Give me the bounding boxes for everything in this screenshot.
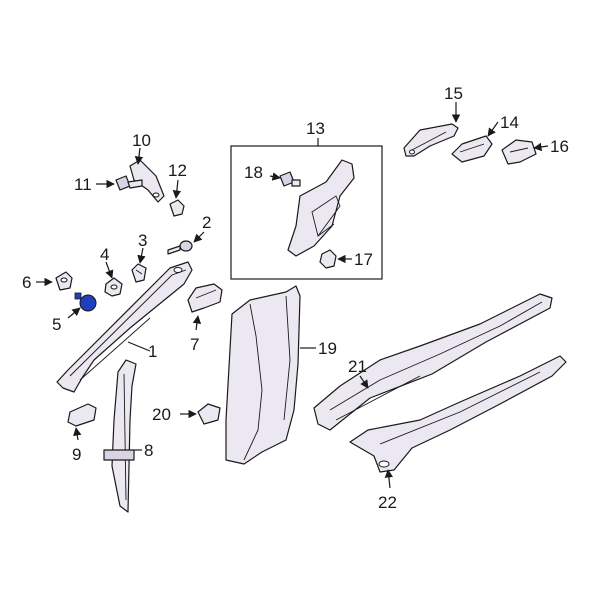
leader-4 <box>105 261 114 279</box>
callout-17: 17 <box>354 250 373 269</box>
part-16-bracket[interactable] <box>501 139 537 165</box>
leader-22 <box>384 469 394 489</box>
callout-22: 22 <box>378 493 397 512</box>
part-1-a-pillar-trim[interactable] <box>56 261 193 393</box>
callout-3: 3 <box>138 231 147 250</box>
part-8-pillar-strip[interactable] <box>103 359 137 513</box>
callout-2: 2 <box>202 213 211 232</box>
callout-6: 6 <box>22 273 31 292</box>
leader-lines <box>36 102 549 489</box>
callout-1: 1 <box>148 342 157 361</box>
leader-3 <box>137 247 146 264</box>
callout-16: 16 <box>550 137 569 156</box>
callout-9: 9 <box>72 445 81 464</box>
callout-12: 12 <box>168 161 187 180</box>
part-7-bracket[interactable] <box>187 283 223 313</box>
part-14-bracket[interactable] <box>451 135 493 163</box>
callout-15: 15 <box>444 84 463 103</box>
leader-18 <box>269 172 281 181</box>
callout-labels: 1 2 3 4 5 6 7 8 9 10 11 12 13 14 15 16 1… <box>22 84 569 512</box>
leader-1 <box>127 341 151 352</box>
callout-20: 20 <box>152 405 171 424</box>
part-2-screw[interactable] <box>167 240 193 255</box>
leader-14 <box>487 121 499 137</box>
part-11-bolt[interactable] <box>115 175 143 191</box>
part-4-clip[interactable] <box>104 277 123 297</box>
leader-7 <box>192 315 202 331</box>
callout-19: 19 <box>318 339 337 358</box>
callout-5: 5 <box>52 315 61 334</box>
leader-2 <box>193 231 205 243</box>
leader-9 <box>73 427 82 441</box>
callout-21: 21 <box>348 357 367 376</box>
leader-10 <box>134 147 144 165</box>
part-13-upper-trim[interactable] <box>287 159 355 257</box>
leader-12 <box>172 179 182 199</box>
callout-11: 11 <box>74 175 92 194</box>
part-17-clip[interactable] <box>319 249 337 269</box>
part-21-sill-plate[interactable] <box>313 293 553 431</box>
leader-21 <box>359 375 369 389</box>
callout-8: 8 <box>144 441 153 460</box>
part-20-clip[interactable] <box>197 403 221 425</box>
part-3-clip[interactable] <box>131 263 147 283</box>
part-15-trim[interactable] <box>403 123 459 157</box>
part-18-screw[interactable] <box>279 171 301 187</box>
group-box-13 <box>230 138 383 280</box>
part-9-clip[interactable] <box>67 403 97 427</box>
callout-14: 14 <box>500 113 519 132</box>
leader-5 <box>67 307 81 319</box>
callout-10: 10 <box>132 131 151 150</box>
part-19-b-pillar-trim[interactable] <box>225 285 301 465</box>
part-6-grommet[interactable] <box>55 271 73 291</box>
part-5-highlighted-fastener[interactable] <box>74 292 97 312</box>
part-12-clip[interactable] <box>169 199 185 217</box>
callout-18: 18 <box>244 163 263 182</box>
callout-4: 4 <box>100 245 109 264</box>
callout-7: 7 <box>190 335 199 354</box>
leader-16 <box>533 142 549 152</box>
callout-13: 13 <box>306 119 325 138</box>
